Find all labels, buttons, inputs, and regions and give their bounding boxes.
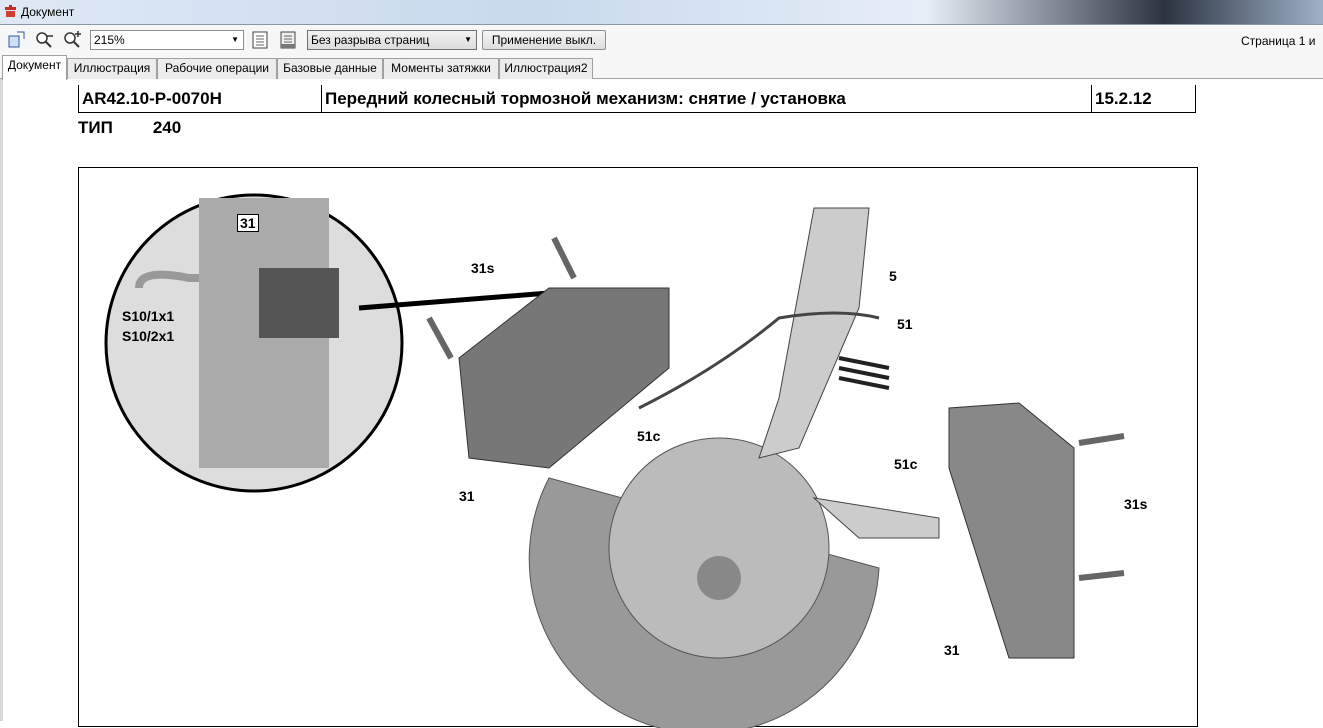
part-label: S10/2x1 <box>122 328 175 344</box>
toolbar: 215% ▼ Без разрыва страниц ▼ Применение вы… <box>0 25 1323 54</box>
tab-bar: Документ Иллюстрация Рабочие операции Ба… <box>0 54 1323 80</box>
document-view: AR42.10-P-0070H Передний колесный тормоз… <box>0 79 1323 728</box>
page-mode-select[interactable]: Без разрыва страниц ▼ <box>307 30 477 50</box>
document-title: Передний колесный тормозной механизм: сн… <box>322 85 1092 112</box>
zoom-select[interactable]: 215% ▼ <box>90 30 244 50</box>
tab-torque[interactable]: Моменты затяжки <box>383 58 499 79</box>
tab-document[interactable]: Документ <box>2 55 67 80</box>
part-label: 31 <box>944 642 960 658</box>
brake-diagram <box>104 193 1125 728</box>
app-icon <box>4 5 17 18</box>
zoom-value: 215% <box>94 33 125 47</box>
page-view-icon[interactable] <box>250 30 270 50</box>
print-preview-icon[interactable] <box>278 30 298 50</box>
page-mode-value: Без разрыва страниц <box>311 33 430 47</box>
part-label: 51c <box>637 428 661 444</box>
apply-toggle-button[interactable]: Применение выкл. <box>482 30 606 50</box>
title-bar: Документ <box>0 0 1323 25</box>
illustration: 31 31s S10/1x1 S10/2x1 5 51 51c 51c 31 3… <box>78 167 1198 728</box>
part-label: 31 <box>237 214 259 232</box>
chevron-down-icon: ▼ <box>231 35 239 44</box>
document-version: 15.2.12 <box>1095 89 1152 108</box>
zoom-out-icon[interactable] <box>34 30 54 50</box>
part-label: 31s <box>471 260 495 276</box>
part-label: 51 <box>897 316 913 332</box>
type-label: ТИП <box>78 118 113 137</box>
chevron-down-icon: ▼ <box>464 35 472 44</box>
part-label: 31 <box>459 488 475 504</box>
tab-illustration[interactable]: Иллюстрация <box>67 58 157 79</box>
type-line: ТИП 240 <box>78 118 181 138</box>
tab-work-operations[interactable]: Рабочие операции <box>157 58 277 79</box>
document-code: AR42.10-P-0070H <box>79 85 322 112</box>
part-label: S10/1x1 <box>122 308 175 324</box>
part-label: 31s <box>1124 496 1148 512</box>
document-header: AR42.10-P-0070H Передний колесный тормоз… <box>78 85 1196 113</box>
part-label: 51c <box>894 456 918 472</box>
window-title: Документ <box>21 5 75 19</box>
page-info: Страница 1 и <box>1241 34 1316 48</box>
select-area-icon[interactable] <box>6 30 26 50</box>
tab-base-data[interactable]: Базовые данные <box>277 58 383 79</box>
zoom-in-icon[interactable] <box>62 30 82 50</box>
type-value: 240 <box>152 118 182 137</box>
tab-illustration2[interactable]: Иллюстрация2 <box>499 58 593 79</box>
part-label: 5 <box>889 268 897 284</box>
